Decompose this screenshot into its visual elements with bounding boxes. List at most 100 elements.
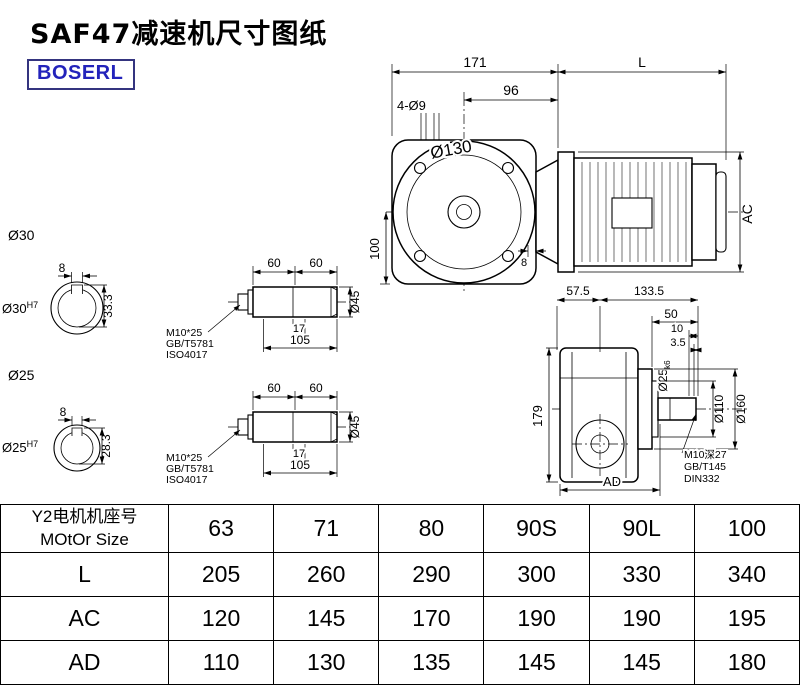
table-cell: 130 — [273, 640, 380, 685]
holes-callout: 4-Ø9 — [397, 98, 426, 113]
dim-60a: 60 — [267, 381, 281, 395]
table-cell: 290 — [378, 552, 485, 597]
table-cell: 145 — [483, 640, 590, 685]
bolt-hole — [413, 161, 427, 175]
dim-17: 17 — [293, 323, 305, 335]
table-cell: 71 — [273, 504, 380, 553]
section-label: Ø25 — [8, 367, 35, 383]
output-shaft — [657, 397, 697, 421]
dim-10: 10 — [671, 323, 683, 335]
table-row-L: L 205 260 290 300 330 340 — [0, 552, 800, 597]
dim-171: 171 — [463, 54, 487, 70]
table-cell: 330 — [588, 552, 695, 597]
table-cell: 190 — [483, 596, 590, 641]
table-cell: 135 — [378, 640, 485, 685]
table-row-motor-size: Y2电机机座号 MOtOr Size 63 71 80 90S 90L 100 — [0, 504, 800, 553]
dim-3-5: 3.5 — [670, 337, 685, 349]
shaft-body — [252, 286, 338, 318]
shaft-body — [252, 411, 338, 443]
key-height: 33.3 — [101, 294, 115, 318]
keyway — [71, 284, 83, 294]
bell-housing — [535, 158, 559, 266]
shaft-bore-circle — [456, 204, 472, 220]
table-cell: 145 — [273, 596, 380, 641]
dim-AC: AC — [739, 204, 755, 223]
key-height: 28.3 — [99, 434, 113, 458]
dia-110: Ø110 — [712, 394, 726, 423]
table-cell: 100 — [693, 504, 800, 553]
motor-nameplate — [611, 197, 653, 229]
side-view: 57.5 133.5 50 10 3.5 Ø25k6 Ø110 Ø160 179 — [530, 284, 748, 496]
dim-105: 105 — [290, 458, 310, 472]
bore-section-25: Ø25 8 28.3 Ø25H7 — [2, 367, 113, 472]
note-bolt: M10*25 — [166, 452, 202, 464]
dim-AD: AD — [603, 474, 621, 489]
note-standard-gb: GB/T5781 — [166, 338, 214, 350]
brand-logo: BOSERL — [27, 59, 136, 90]
output-flange — [637, 368, 653, 450]
dia-160: Ø160 — [734, 394, 748, 424]
hub-circle — [447, 195, 481, 229]
table-cell: 300 — [483, 552, 590, 597]
shaft-detail-1: 60 60 17 105 Ø45 M10*25 GB/T5781 ISO4017 — [166, 256, 362, 361]
fan-cover — [715, 171, 727, 253]
dim-100: 100 — [367, 238, 382, 260]
table-cell: 63 — [167, 504, 275, 553]
bolt-hole — [501, 161, 515, 175]
section-label: Ø30 — [8, 227, 35, 243]
bore-label: Ø25H7 — [2, 439, 38, 455]
note-standard-din: DIN332 — [684, 473, 720, 485]
note-bolt: M10*25 — [166, 327, 202, 339]
table-cell: 195 — [693, 596, 800, 641]
row-label: AD — [0, 640, 169, 685]
motor-size-label-cn: Y2电机机座号 — [31, 507, 138, 527]
table-cell: 190 — [588, 596, 695, 641]
motor-size-header-cell: Y2电机机座号 MOtOr Size — [0, 504, 169, 553]
spigot-circle — [406, 154, 522, 270]
note-standard-iso: ISO4017 — [166, 474, 208, 486]
table-cell: 260 — [273, 552, 380, 597]
dia-45: Ø45 — [348, 415, 362, 438]
table-row-AC: AC 120 145 170 190 190 195 — [0, 596, 800, 641]
dim-60b: 60 — [309, 256, 323, 270]
table-cell: 110 — [167, 640, 275, 685]
dim-57-5: 57.5 — [566, 284, 590, 298]
motor-endcap — [691, 163, 717, 261]
table-cell: 145 — [588, 640, 695, 685]
note-tapped-hole: M10深27 — [684, 449, 727, 461]
note-standard-gb: GB/T5781 — [166, 463, 214, 475]
bore-section-30: Ø30 8 33.3 Ø30H7 — [2, 227, 115, 335]
table-cell: 120 — [167, 596, 275, 641]
motor-size-label-en: MOtOr Size — [40, 529, 129, 549]
bolt-head — [237, 418, 249, 436]
dim-60b: 60 — [309, 381, 323, 395]
dim-17: 17 — [293, 448, 305, 460]
dim-105: 105 — [290, 333, 310, 347]
table-cell: 80 — [378, 504, 485, 553]
row-label: AC — [0, 596, 169, 641]
table-cell: 90L — [588, 504, 695, 553]
table-cell: 205 — [167, 552, 275, 597]
bolt-hole — [501, 249, 515, 263]
table-row-AD: AD 110 130 135 145 145 180 — [0, 640, 800, 685]
key-width: 8 — [59, 261, 66, 275]
table-cell: 340 — [693, 552, 800, 597]
dimension-table: Y2电机机座号 MOtOr Size 63 71 80 90S 90L 100 … — [0, 504, 800, 685]
motor-flange — [557, 151, 575, 273]
bore-label: Ø30H7 — [2, 300, 38, 316]
dim-133-5: 133.5 — [634, 284, 664, 298]
note-standard-gb: GB/T145 — [684, 461, 726, 473]
table-cell: 90S — [483, 504, 590, 553]
bolt-head — [237, 293, 249, 311]
page-title: SAF47减速机尺寸图纸 — [30, 19, 328, 50]
table-cell: 170 — [378, 596, 485, 641]
bolt-hole — [413, 249, 427, 263]
technical-drawing: 171 L 96 4-Ø9 Ø130 100 8 AC Ø30 — [2, 54, 755, 496]
dim-96: 96 — [503, 82, 519, 98]
key-width: 8 — [60, 405, 67, 419]
front-view: 171 L 96 4-Ø9 Ø130 100 8 AC — [367, 54, 755, 292]
shaft-dia-label: Ø25k6 — [656, 360, 672, 392]
flange-circle — [392, 140, 536, 284]
shaft-detail-2: 60 60 17 105 Ø45 M10*25 GB/T5781 ISO4017 — [166, 381, 362, 486]
holes-leader-lines — [420, 113, 440, 140]
